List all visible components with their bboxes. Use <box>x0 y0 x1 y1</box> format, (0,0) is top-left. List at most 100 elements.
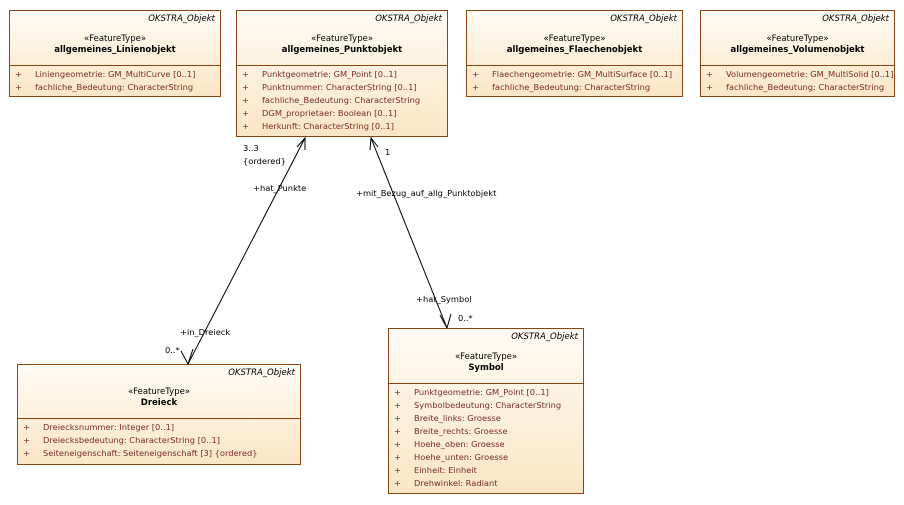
visibility-marker: + <box>394 426 401 436</box>
stereotype-label: «FeatureType» <box>127 387 191 397</box>
attribute-text: Dreiecksnummer: Integer [0..1] <box>43 422 175 432</box>
package-label: OKSTRA_Objekt <box>148 14 215 24</box>
attribute-row[interactable]: + Liniengeometrie: GM_MultiCurve [0..1] <box>10 68 220 81</box>
visibility-marker: + <box>394 465 401 475</box>
attribute-text: Dreiecksbedeutung: CharacterString [0..1… <box>43 435 220 445</box>
arrowhead-to-symbol <box>439 313 452 330</box>
compartment-divider <box>467 65 682 66</box>
attribute-list: + Punktgeometrie: GM_Point [0..1] +Symbol… <box>389 386 583 490</box>
visibility-marker: + <box>15 82 22 92</box>
visibility-marker: + <box>242 108 249 118</box>
visibility-marker: + <box>394 439 401 449</box>
arrowhead-to-punktobjekt-right <box>369 136 379 151</box>
multiplicity-mit-bezug: 1 <box>385 147 391 157</box>
compartment-divider <box>389 383 583 384</box>
visibility-marker: + <box>394 387 401 397</box>
attribute-text: fachliche_Bedeutung: CharacterString <box>726 82 885 92</box>
attribute-row[interactable]: +Herkunft: CharacterString [0..1] <box>237 120 447 133</box>
class-name: allgemeines_Volumenobjekt <box>730 45 865 55</box>
attribute-row[interactable]: +fachliche_Bedeutung: CharacterString <box>701 81 894 94</box>
class-name: allgemeines_Punktobjekt <box>281 45 403 55</box>
class-allgemeines-flaechenobjekt[interactable]: OKSTRA_Objekt «FeatureType» allgemeines_… <box>466 10 683 97</box>
attribute-row[interactable]: + Breite_rechts: Groesse <box>389 425 583 438</box>
attribute-row[interactable]: + Seiteneigenschaft: Seiteneigenschaft [3… <box>18 447 300 460</box>
attribute-row[interactable]: +Symbolbedeutung: CharacterString <box>389 399 583 412</box>
role-mit-bezug-auf-allg-punktobjekt: +mit_Bezug_auf_allg_Punktobjekt <box>356 188 497 198</box>
visibility-marker: + <box>472 82 479 92</box>
multiplicity-hat-punkte: 3..3 <box>243 143 259 153</box>
attribute-row[interactable]: + fachliche_Bedeutung: CharacterString <box>10 81 220 94</box>
attribute-text: Punktnummer: CharacterString [0..1] <box>262 82 417 92</box>
attribute-text: Drehwinkel: Radiant <box>414 478 498 488</box>
arrowhead-to-punktobjekt-left <box>296 136 306 150</box>
association-dreieck-punktobjekt[interactable] <box>187 137 306 365</box>
stereotype-label: «FeatureType» <box>83 34 147 44</box>
attribute-row[interactable]: + Punktgeometrie: GM_Point [0..1] <box>389 386 583 399</box>
attribute-text: Breite_rechts: Groesse <box>414 426 508 436</box>
ordered-constraint: {ordered} <box>243 156 286 166</box>
attribute-row[interactable]: + Hoehe_unten: Groesse <box>389 451 583 464</box>
attribute-text: Einheit: Einheit <box>414 465 477 475</box>
attribute-text: Punktgeometrie: GM_Point [0..1] <box>262 69 397 79</box>
attribute-row[interactable]: +Flaechengeometrie: GM_MultiSurface [0..… <box>467 68 682 81</box>
compartment-divider <box>237 65 447 66</box>
class-name: allgemeines_Flaechenobjekt <box>506 45 643 55</box>
attribute-list: +Dreiecksnummer: Integer [0..1] +Dreieck… <box>18 421 300 460</box>
visibility-marker: + <box>394 413 401 423</box>
attribute-row[interactable]: +Drehwinkel: Radiant <box>389 477 583 490</box>
attribute-row[interactable]: + Breite_links: Groesse <box>389 412 583 425</box>
class-name: allgemeines_Linienobjekt <box>54 45 176 55</box>
attribute-text: Liniengeometrie: GM_MultiCurve [0..1] <box>35 69 196 79</box>
class-name: Symbol <box>468 363 504 373</box>
multiplicity-in-dreieck: 0..* <box>165 345 180 355</box>
attribute-list: +Punktgeometrie: GM_Point [0..1] +Punktn… <box>237 68 447 133</box>
visibility-marker: + <box>242 95 249 105</box>
package-label: OKSTRA_Objekt <box>375 14 442 24</box>
role-in-dreieck: +in_Dreieck <box>180 327 231 337</box>
class-dreieck[interactable]: OKSTRA_Objekt «FeatureType» Dreieck +Dre… <box>17 364 301 465</box>
attribute-text: fachliche_Bedeutung: CharacterString <box>35 82 194 92</box>
visibility-marker: + <box>23 422 30 432</box>
stereotype-label: «FeatureType» <box>310 34 374 44</box>
visibility-marker: + <box>23 448 30 458</box>
visibility-marker: + <box>242 82 249 92</box>
attribute-list: +Volumengeometrie: GM_MultiSolid [0..1] … <box>701 68 894 94</box>
visibility-marker: + <box>472 69 479 79</box>
attribute-text: Punktgeometrie: GM_Point [0..1] <box>414 387 549 397</box>
attribute-row[interactable]: +DGM_proprietaer: Boolean [0..1] <box>237 107 447 120</box>
package-label: OKSTRA_Objekt <box>511 332 578 342</box>
class-allgemeines-punktobjekt[interactable]: OKSTRA_Objekt «FeatureType» allgemeines_… <box>236 10 448 137</box>
visibility-marker: + <box>706 69 713 79</box>
attribute-list: +Flaechengeometrie: GM_MultiSurface [0..… <box>467 68 682 94</box>
compartment-divider <box>18 418 300 419</box>
stereotype-label: «FeatureType» <box>766 34 829 44</box>
attribute-row[interactable]: + Hoehe_oben: Groesse <box>389 438 583 451</box>
stereotype-label: «FeatureType» <box>543 34 606 44</box>
visibility-marker: + <box>15 69 22 79</box>
class-symbol[interactable]: OKSTRA_Objekt «FeatureType» Symbol +Punk… <box>388 328 584 494</box>
attribute-row[interactable]: +Punktgeometrie: GM_Point [0..1] <box>237 68 447 81</box>
visibility-marker: + <box>394 452 401 462</box>
attribute-list: + Liniengeometrie: GM_MultiCurve [0..1] +… <box>10 68 220 94</box>
multiplicity-hat-symbol: 0..* <box>458 313 473 323</box>
attribute-row[interactable]: +fachliche_Bedeutung: CharacterString <box>237 94 447 107</box>
package-label: OKSTRA_Objekt <box>228 368 295 378</box>
attribute-row[interactable]: +fachliche_Bedeutung: CharacterString <box>467 81 682 94</box>
attribute-row[interactable]: + Dreiecksnummer: Integer [0..1] <box>18 421 300 434</box>
attribute-row[interactable]: + Punktnummer: CharacterString [0..1] <box>237 81 447 94</box>
attribute-row[interactable]: + Volumengeometrie: GM_MultiSolid [0..1] <box>701 68 894 81</box>
attribute-row[interactable]: +Dreiecksbedeutung: CharacterString [0..… <box>18 434 300 447</box>
attribute-text: Hoehe_unten: Groesse <box>414 452 509 462</box>
class-allgemeines-volumenobjekt[interactable]: OKSTRA_Objekt «FeatureType» allgemeines_… <box>700 10 895 97</box>
attribute-text: Herkunft: CharacterString [0..1] <box>262 121 394 131</box>
arrowhead-to-dreieck <box>180 348 194 366</box>
attribute-text: Volumengeometrie: GM_MultiSolid [0..1] <box>726 69 894 79</box>
attribute-text: Breite_links: Groesse <box>414 413 501 423</box>
association-symbol-punktobjekt[interactable] <box>370 137 448 329</box>
package-label: OKSTRA_Objekt <box>822 14 889 24</box>
attribute-text: Hoehe_oben: Groesse <box>414 439 505 449</box>
attribute-row[interactable]: + Einheit: Einheit <box>389 464 583 477</box>
class-allgemeines-linienobjekt[interactable]: OKSTRA_Objekt «FeatureType» allgemeines_… <box>9 10 221 97</box>
attribute-text: Seiteneigenschaft: Seiteneigenschaft [3]… <box>43 448 258 458</box>
compartment-divider <box>10 65 220 66</box>
